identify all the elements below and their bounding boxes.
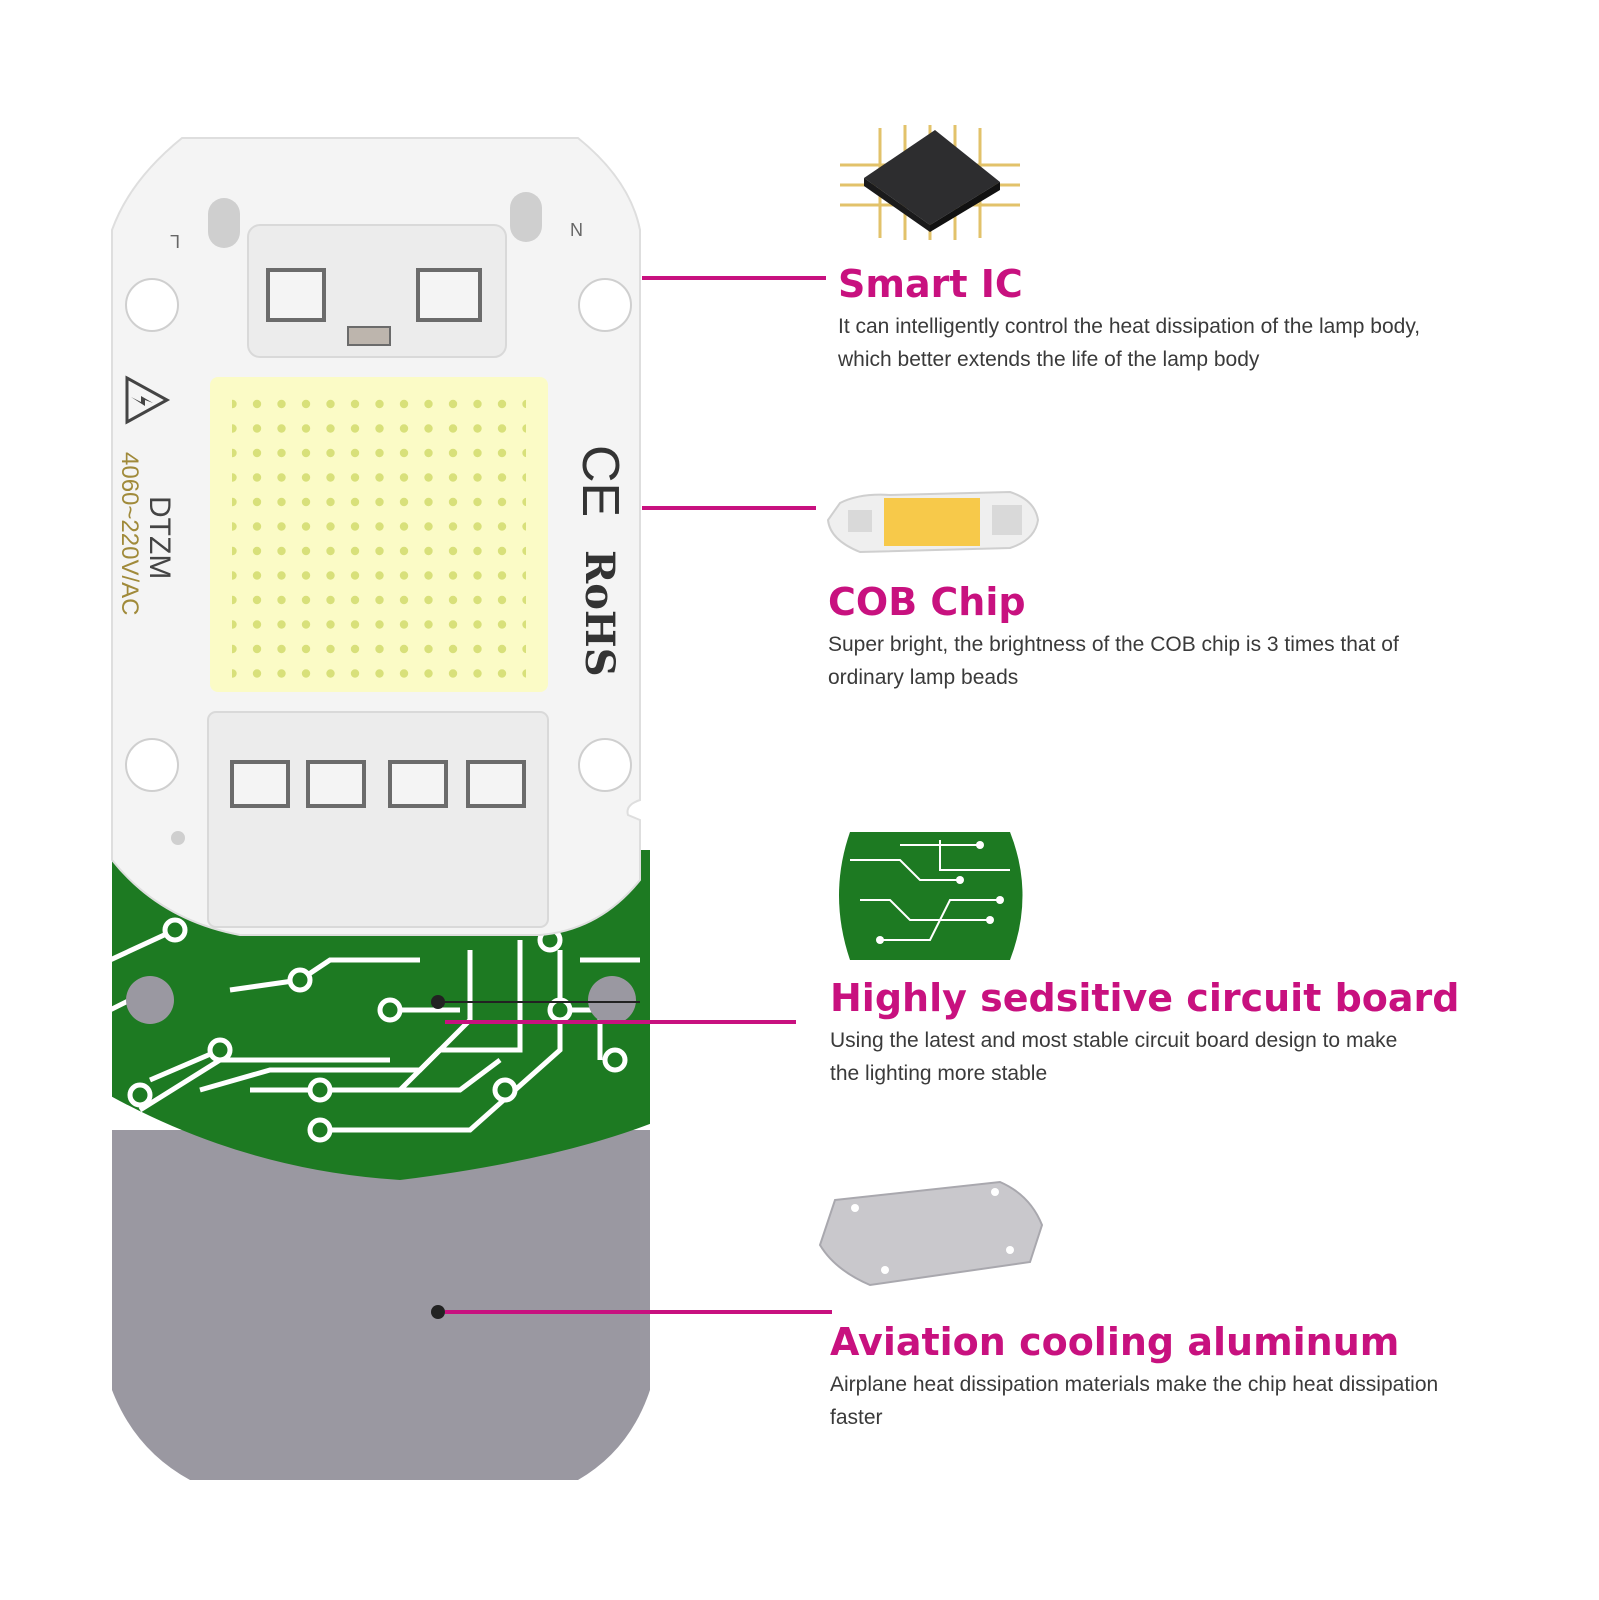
terminal-n-label: N (570, 220, 583, 240)
circuit-board-icon (839, 832, 1023, 960)
brand-label: DTZM (143, 496, 176, 579)
cob-chip-icon (826, 490, 1040, 554)
feature-description: Super bright, the brightness of the COB … (828, 628, 1399, 694)
feature-cooling-aluminum: Aviation cooling aluminum Airplane heat … (830, 1320, 1438, 1434)
description-line: ordinary lamp beads (828, 666, 1019, 689)
cob-board-top: L N DTZM 4060~220V/AC CE RoHS (111, 137, 641, 936)
callout-lines (445, 276, 832, 1314)
feature-cob-chip: COB Chip Super bright, the brightness of… (828, 580, 1399, 694)
electric-warning-icon (125, 375, 171, 425)
aluminum-plate-icon (818, 1180, 1044, 1287)
feature-description: Airplane heat dissipation materials make… (830, 1368, 1438, 1434)
description-line: Using the latest and most stable circuit… (830, 1029, 1398, 1052)
description-line: faster (830, 1406, 883, 1429)
feature-title: Smart IC (838, 262, 1023, 306)
description-line: Airplane heat dissipation materials make… (830, 1373, 1439, 1396)
feature-description: It can intelligently control the heat di… (838, 310, 1420, 376)
feature-circuit-board: Highly sedsitive circuit board Using the… (830, 976, 1460, 1090)
ic-chip-icon (840, 125, 1020, 240)
description-line: which better extends the life of the lam… (838, 348, 1260, 371)
aluminum-substrate (112, 1130, 650, 1480)
rohs-mark: RoHS (576, 550, 623, 677)
feature-title: COB Chip (828, 580, 1026, 624)
description-line: the lighting more stable (830, 1062, 1048, 1085)
terminal-l-label: L (170, 231, 180, 251)
feature-title: Aviation cooling aluminum (830, 1320, 1400, 1364)
feature-title: Highly sedsitive circuit board (830, 976, 1460, 1020)
feature-description: Using the latest and most stable circuit… (830, 1024, 1460, 1090)
description-line: It can intelligently control the heat di… (838, 315, 1421, 338)
rating-label: 4060~220V/AC (116, 452, 143, 615)
description-line: Super bright, the brightness of the COB … (828, 633, 1399, 656)
feature-smart-ic: Smart IC It can intelligently control th… (838, 262, 1420, 376)
ce-mark: CE (571, 445, 629, 517)
